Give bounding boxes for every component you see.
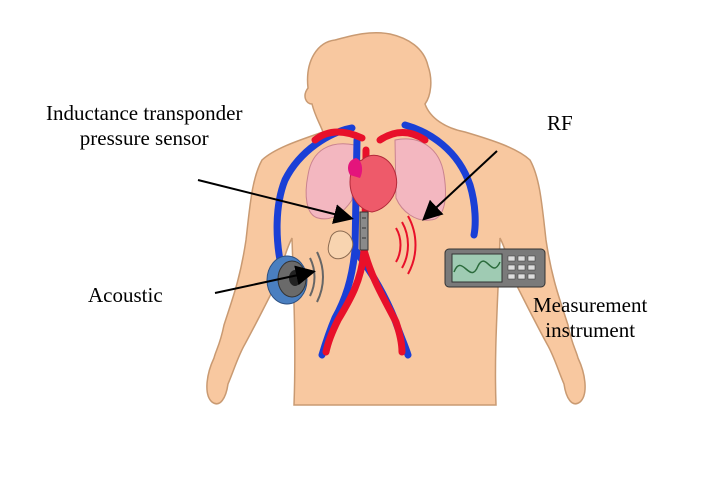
label-instrument-line1: Measurement [533, 293, 648, 317]
label-pressure-sensor: Inductance transponder pressure sensor [46, 101, 243, 151]
label-pressure-sensor-line1: Inductance transponder [46, 101, 243, 125]
kidney [327, 230, 354, 260]
label-pressure-sensor-line2: pressure sensor [79, 126, 209, 150]
heart [348, 154, 398, 213]
label-rf: RF [547, 111, 573, 135]
arrow-acoustic [214, 265, 316, 294]
arrow-rf [422, 150, 498, 221]
arrows [197, 150, 498, 294]
human-torso [206, 31, 586, 406]
arrow-sensor [197, 179, 354, 224]
rf-waves-icon [395, 215, 417, 275]
label-acoustic: Acoustic [88, 283, 163, 307]
label-instrument-line2: instrument [545, 318, 636, 342]
sensor-icon [359, 211, 369, 251]
oscilloscope-icon [444, 248, 546, 288]
label-measurement-instrument: Measurement instrument [533, 293, 647, 343]
